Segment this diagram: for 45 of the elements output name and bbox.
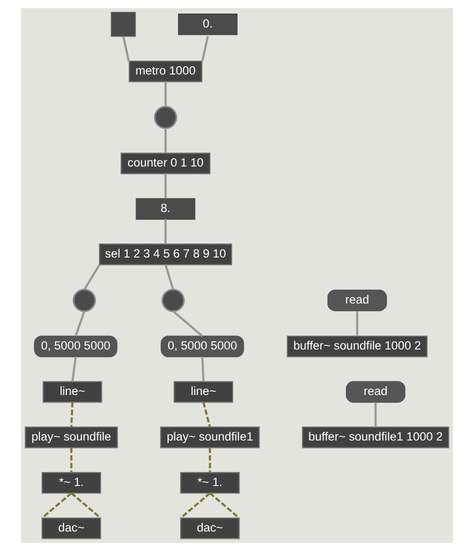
node-box: 8. [136,198,196,220]
node-box: buffer~ soundfile 1000 2 [286,336,428,358]
node-box: play~ soundfile1 [160,426,260,448]
connector [164,174,167,199]
connector [83,264,100,290]
connector [71,356,77,382]
node-circle [72,288,96,312]
node-box: read [346,381,406,403]
connector [164,219,167,244]
connector [209,492,240,519]
connector [122,36,130,62]
node-box: 0. [178,13,238,36]
node-box: 0, 5000 5000 [34,336,118,358]
connector [201,36,209,62]
node-box: metro 1000 [128,60,202,82]
node-box: play~ soundfile [24,426,118,448]
node-box: dac~ [180,517,240,540]
connector [41,492,72,519]
node-box: dac~ [42,517,102,540]
node-box: line~ [42,381,102,403]
node-box: counter 0 1 10 [120,152,210,174]
connector [164,128,167,154]
connector [374,402,377,428]
connector [180,492,211,519]
node-box: *~ 1. [42,472,102,494]
node-circle [161,288,185,312]
connector [208,448,212,473]
node-circle [154,106,178,130]
connector [164,82,167,107]
node-box [110,12,136,37]
connector [356,311,358,336]
node-box: read [327,290,387,312]
node-box: buffer~ soundfile1 1000 2 [302,426,450,448]
connector [164,264,174,290]
node-box: *~ 1. [180,472,240,494]
connector [74,310,86,336]
node-box: line~ [174,381,234,403]
connector [70,448,72,473]
connector [201,356,205,382]
node-box: sel 1 2 3 4 5 6 7 8 9 10 [98,244,232,266]
connector [202,402,211,428]
connector [172,310,204,337]
connector [70,402,74,428]
node-box: 0, 5000 5000 [160,336,244,358]
connector [70,492,102,519]
